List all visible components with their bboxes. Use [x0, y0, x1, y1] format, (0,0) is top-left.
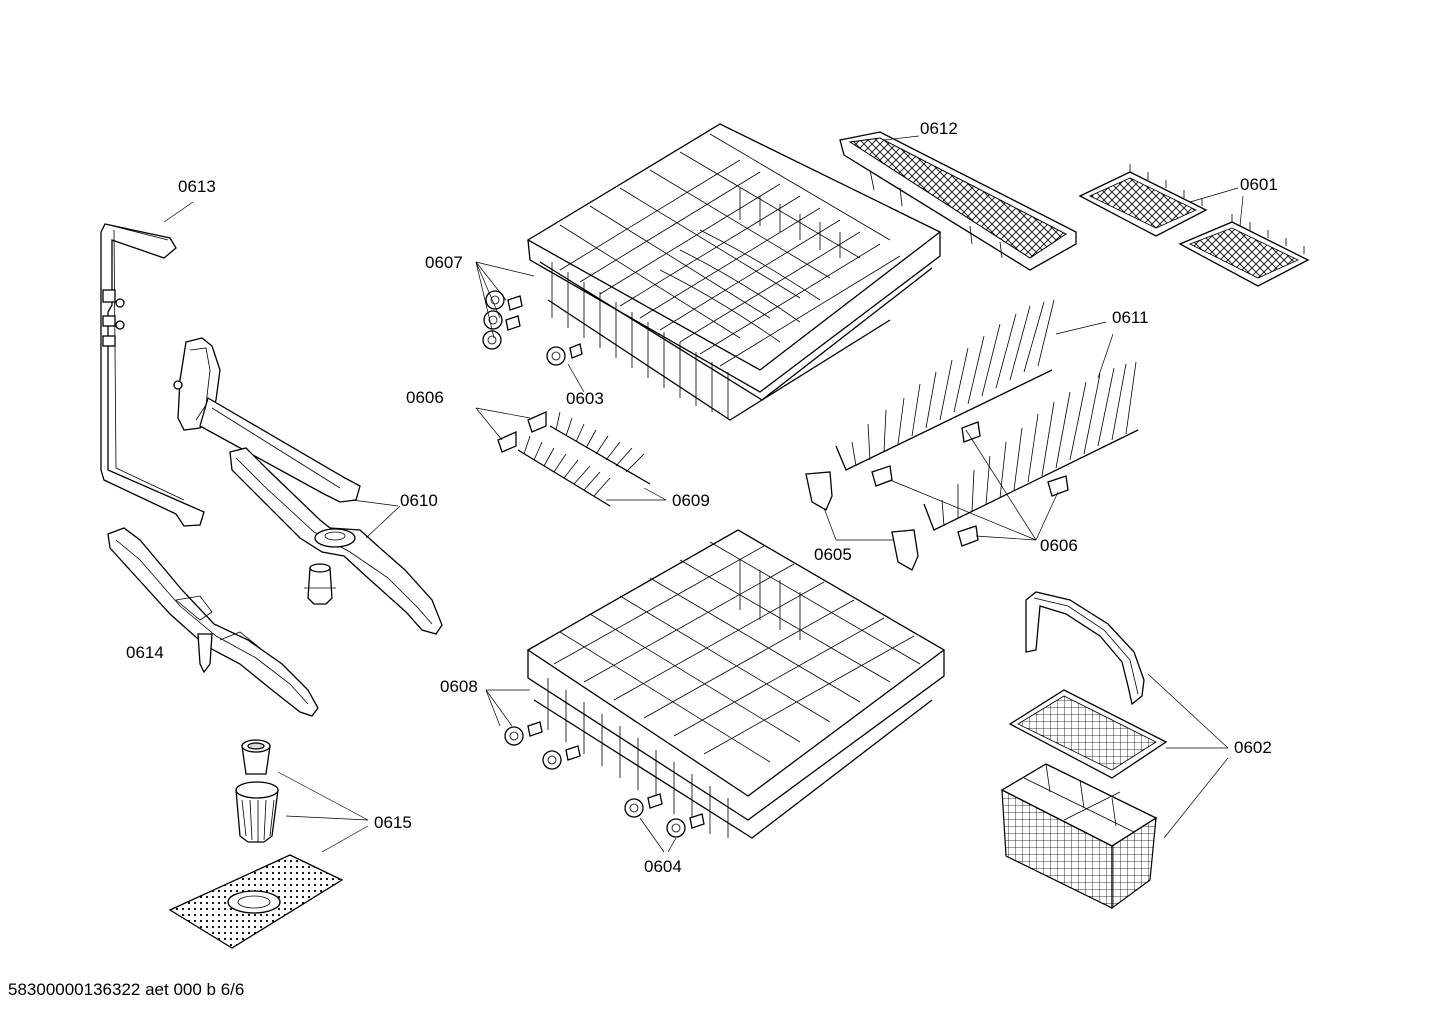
upper-spray-arm-part [173, 337, 443, 635]
label-0602: 0602 [1234, 738, 1272, 757]
label-0611: 0611 [1112, 308, 1149, 327]
lower-spray-arm-part [107, 527, 319, 717]
label-0603: 0603 [566, 389, 604, 408]
label-0609: 0609 [672, 491, 710, 510]
upper-basket-part [482, 123, 942, 421]
label-0612: 0612 [920, 119, 958, 138]
holder-insert-part [1078, 164, 1310, 287]
label-0614: 0614 [126, 643, 164, 662]
document-reference: 58300000136322 aet 000 b 6/6 [8, 980, 245, 999]
lower-basket-part [504, 529, 946, 839]
label-0606-lower: 0606 [1040, 536, 1078, 555]
label-0608: 0608 [440, 677, 478, 696]
leader-lines [163, 135, 1244, 853]
label-0610: 0610 [400, 491, 438, 510]
cutlery-basket-part [1000, 591, 1168, 910]
filter-set-part [168, 739, 344, 949]
label-0607: 0607 [425, 253, 463, 272]
supply-pipe-part [100, 223, 205, 527]
label-0601: 0601 [1240, 175, 1278, 194]
spike-rows-part [497, 410, 651, 507]
label-0606-upper: 0606 [406, 388, 444, 407]
folding-tines-part [805, 299, 1139, 571]
label-0613: 0613 [178, 177, 216, 196]
cup-rack-insert-part [839, 131, 1077, 271]
label-0615: 0615 [374, 813, 412, 832]
label-0605: 0605 [814, 545, 852, 564]
label-0604: 0604 [644, 857, 682, 876]
